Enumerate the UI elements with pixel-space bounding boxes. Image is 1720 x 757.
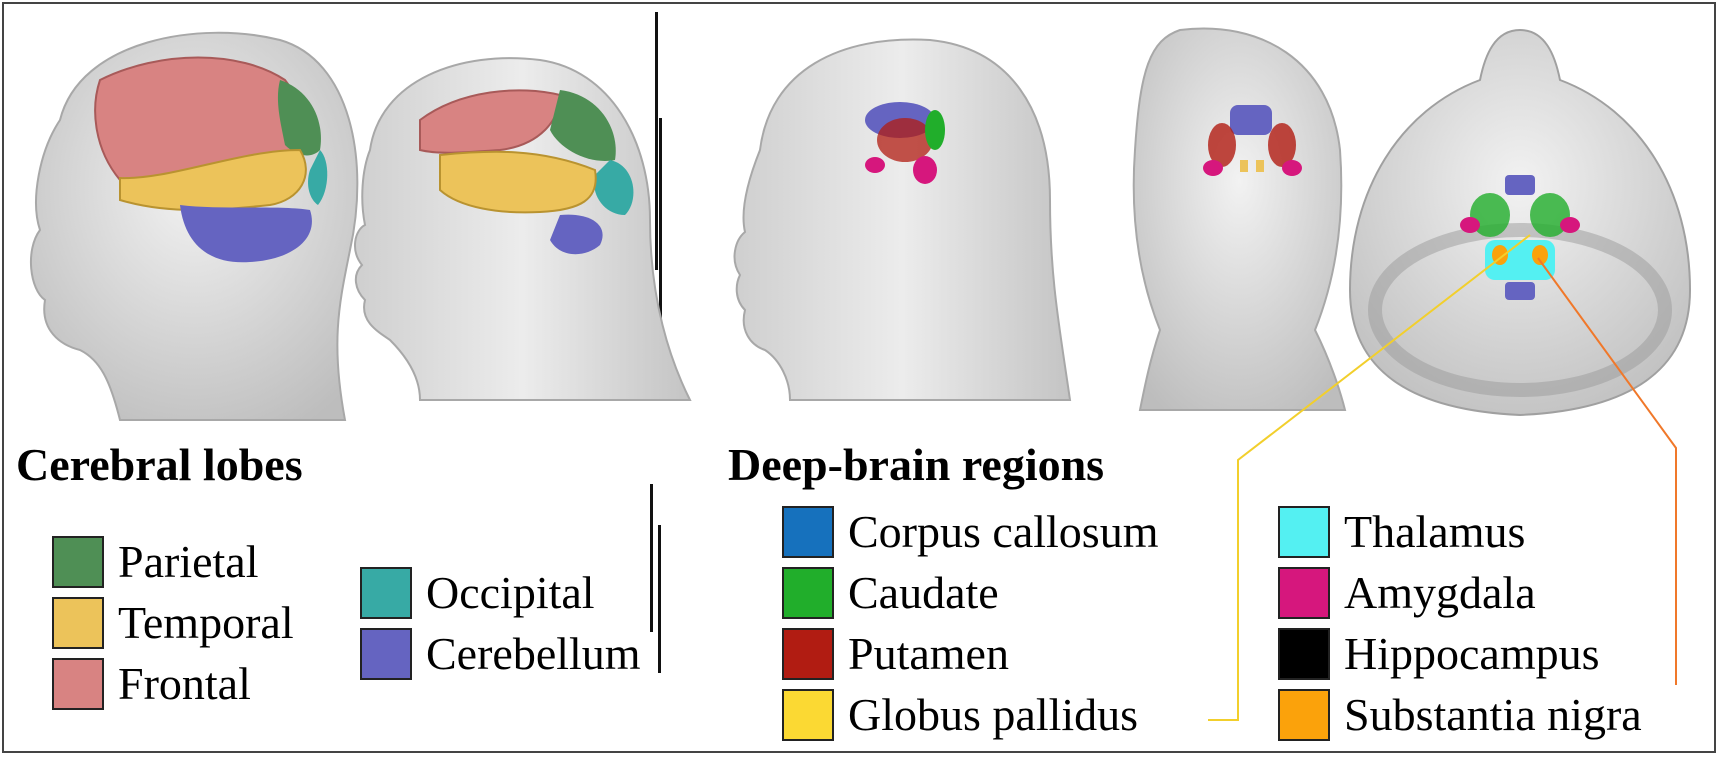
leader-line-globus-pallidus bbox=[1208, 234, 1531, 721]
occipital-swatch bbox=[360, 567, 412, 619]
legend-item-globus-pallidus: Globus pallidus bbox=[782, 687, 1138, 743]
cerebellum-swatch bbox=[360, 628, 412, 680]
legend-item-putamen: Putamen bbox=[782, 626, 1009, 682]
legend-item-cerebellum: Cerebellum bbox=[360, 626, 641, 682]
substantia-nigra-swatch bbox=[1278, 689, 1330, 741]
leader-line-substantia-nigra bbox=[1537, 257, 1677, 685]
caudate-swatch bbox=[782, 567, 834, 619]
legend-label: Corpus callosum bbox=[848, 506, 1159, 557]
legend-item-substantia-nigra: Substantia nigra bbox=[1278, 687, 1642, 743]
legend-item-parietal: Parietal bbox=[52, 534, 259, 590]
corpus-callosum-swatch bbox=[782, 506, 834, 558]
divider-bottom-2 bbox=[658, 525, 661, 673]
legend-label: Substantia nigra bbox=[1344, 689, 1642, 740]
parietal-swatch bbox=[52, 536, 104, 588]
head-2-side bbox=[354, 57, 692, 401]
temporal-swatch bbox=[52, 597, 104, 649]
divider-bottom bbox=[650, 484, 653, 632]
legend-item-occipital: Occipital bbox=[360, 565, 595, 621]
head-5-top bbox=[1348, 28, 1692, 417]
thalamus-swatch bbox=[1278, 506, 1330, 558]
divider-top-2 bbox=[659, 118, 662, 380]
legend-item-temporal: Temporal bbox=[52, 595, 294, 651]
hippocampus-swatch bbox=[1278, 628, 1330, 680]
legend-label: Temporal bbox=[118, 597, 294, 648]
legend-label: Occipital bbox=[426, 567, 595, 618]
legend-label: Caudate bbox=[848, 567, 999, 618]
frontal-swatch bbox=[52, 658, 104, 710]
putamen-swatch bbox=[782, 628, 834, 680]
legend-label: Putamen bbox=[848, 628, 1009, 679]
legend-item-frontal: Frontal bbox=[52, 656, 251, 712]
legend-item-caudate: Caudate bbox=[782, 565, 999, 621]
legend-label: Parietal bbox=[118, 536, 259, 587]
legend-label: Globus pallidus bbox=[848, 689, 1139, 740]
divider-top bbox=[655, 12, 658, 270]
head-1-three-quarter bbox=[29, 31, 359, 421]
legend-label: Cerebellum bbox=[426, 628, 641, 679]
legend-item-amygdala: Amygdala bbox=[1278, 565, 1536, 621]
legend-label: Amygdala bbox=[1344, 567, 1536, 618]
head-4-front bbox=[1132, 27, 1347, 411]
legend-label: Thalamus bbox=[1344, 506, 1526, 557]
globus-pallidus-swatch bbox=[782, 689, 834, 741]
legend-label: Hippocampus bbox=[1344, 628, 1600, 679]
head-3-side bbox=[733, 38, 1072, 401]
cerebral-lobes-title: Cerebral lobes bbox=[16, 439, 303, 490]
deep-brain-regions-title: Deep-brain regions bbox=[728, 439, 1105, 490]
legend-item-thalamus: Thalamus bbox=[1278, 504, 1525, 560]
legend-item-hippocampus: Hippocampus bbox=[1278, 626, 1600, 682]
legend-label: Frontal bbox=[118, 658, 251, 709]
legend-item-corpus-callosum: Corpus callosum bbox=[782, 504, 1158, 560]
amygdala-swatch bbox=[1278, 567, 1330, 619]
